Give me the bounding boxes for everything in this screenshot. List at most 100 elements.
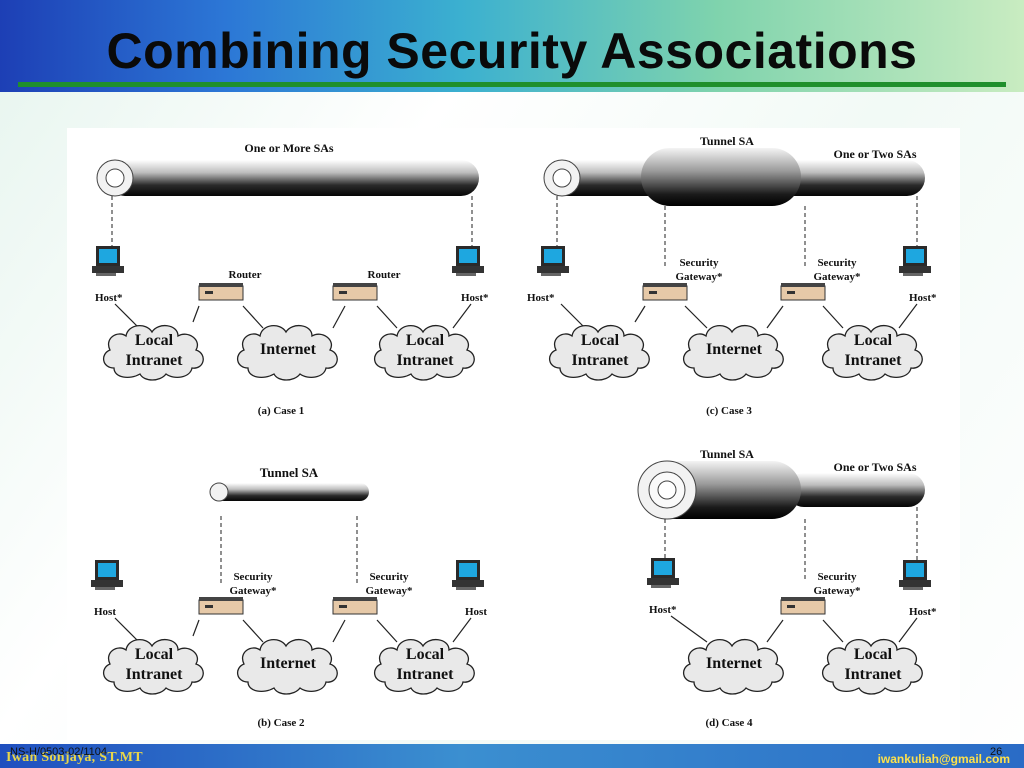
- footer-email: iwankuliah@gmail.com: [877, 752, 1010, 766]
- case1-caption: (a) Case 1: [258, 405, 304, 417]
- case2-cloud-local-right-line1: Local: [406, 646, 445, 663]
- case3-link: [898, 303, 918, 329]
- case4-cloud-local-line1: Local: [854, 646, 893, 663]
- case3-cloud-local-left-line1: Local: [581, 332, 620, 349]
- case1-router-left-icon: [198, 282, 244, 301]
- case1-sa-label: One or More SAs: [244, 141, 334, 155]
- case2-cloud-local-left-line1: Local: [135, 646, 174, 663]
- case2-diagram: Tunnel SA Host Host Security Gateway* Se…: [91, 465, 487, 729]
- case4-diagram: Tunnel SA One or Two SAs Host* Host* Sec…: [637, 447, 937, 729]
- case2-tunnel-tube: [211, 483, 369, 501]
- case1-router-left-label: Router: [229, 269, 262, 281]
- page-number: 26: [990, 746, 1003, 758]
- case3-cloud-local-right-line2: Intranet: [845, 352, 903, 369]
- case2-gateway-right-line2: Gateway*: [365, 585, 413, 597]
- case1-cloud-internet-label: Internet: [260, 341, 317, 358]
- case4-link: [766, 619, 784, 643]
- case4-sa-label: One or Two SAs: [833, 460, 916, 474]
- case2-link: [192, 619, 200, 637]
- case3-host-left-icon: [537, 246, 569, 276]
- case3-link: [684, 305, 708, 329]
- case4-cloud-local-line2: Intranet: [845, 666, 903, 683]
- case2-host-left-icon: [91, 560, 123, 590]
- case3-gateway-left-line1: Security: [679, 257, 719, 269]
- case2-host-right-label: Host: [465, 606, 487, 618]
- footer-author: Iwan Sonjaya, ST.MT: [6, 750, 143, 765]
- case1-router-right-icon: [332, 282, 378, 301]
- case4-link: [670, 615, 708, 643]
- case3-gateway-left-line2: Gateway*: [675, 271, 723, 283]
- case3-gateway-left-icon: [642, 282, 688, 301]
- footer-bar: [0, 744, 1024, 768]
- case3-host-right-label: Host*: [909, 292, 937, 304]
- case4-tube-inner: [657, 480, 677, 500]
- case4-host-left-label: Host*: [649, 604, 677, 616]
- case1-link: [376, 305, 398, 329]
- case2-tunnel-label: Tunnel SA: [260, 465, 319, 480]
- case3-sa-label: One or Two SAs: [833, 147, 916, 161]
- case3-gateway-right-icon: [780, 282, 826, 301]
- case2-caption: (b) Case 2: [257, 717, 305, 729]
- case1-link: [332, 305, 346, 329]
- case2-gateway-right-icon: [332, 596, 378, 615]
- case3-tunnel-tube: [641, 148, 801, 206]
- case2-gateway-right-line1: Security: [369, 571, 409, 583]
- case1-cloud-local-left-line2: Intranet: [126, 352, 184, 369]
- case3-link: [634, 305, 646, 323]
- case1-link: [242, 305, 264, 329]
- case3-gateway-right-line1: Security: [817, 257, 857, 269]
- case4-host-right-icon: [899, 560, 931, 590]
- slide-title: Combining Security Associations: [106, 23, 918, 79]
- case3-cloud-internet-label: Internet: [706, 341, 763, 358]
- case4-tunnel-label: Tunnel SA: [700, 447, 754, 461]
- case1-tube-inner: [105, 168, 125, 188]
- case1-router-right-label: Router: [368, 269, 401, 281]
- case3-gateway-right-line2: Gateway*: [813, 271, 861, 283]
- case2-cloud-internet-label: Internet: [260, 655, 317, 672]
- case2-link: [114, 617, 140, 643]
- case3-cloud-local-right-line1: Local: [854, 332, 893, 349]
- case1-cloud-local-right-line1: Local: [406, 332, 445, 349]
- case2-link: [332, 619, 346, 643]
- case4-caption: (d) Case 4: [705, 717, 753, 729]
- case3-cloud-local-left-line2: Intranet: [572, 352, 630, 369]
- case1-diagram: One or More SAs Host* Host* Router Route…: [92, 141, 489, 417]
- case4-gateway-icon: [780, 596, 826, 615]
- case1-host-right-label: Host*: [461, 292, 489, 304]
- case2-link: [452, 617, 472, 643]
- case4-link: [822, 619, 844, 643]
- case2-cloud-local-right-line2: Intranet: [397, 666, 455, 683]
- case4-host-left-icon: [647, 558, 679, 588]
- case1-link: [452, 303, 472, 329]
- case4-sa-tube: [787, 473, 925, 507]
- case1-host-right-icon: [452, 246, 484, 276]
- case3-link: [822, 305, 844, 329]
- case2-host-left-label: Host: [94, 606, 116, 618]
- case2-gateway-left-line1: Security: [233, 571, 273, 583]
- case2-tube-end: [209, 482, 229, 502]
- case3-tube-inner: [552, 168, 572, 188]
- title-underline: [18, 82, 1006, 87]
- case4-gateway-line1: Security: [817, 571, 857, 583]
- case2-cloud-local-left-line2: Intranet: [126, 666, 184, 683]
- case4-host-right-label: Host*: [909, 606, 937, 618]
- case2-link: [376, 619, 398, 643]
- case3-link: [560, 303, 586, 329]
- case4-link: [898, 617, 918, 643]
- case3-tunnel-label: Tunnel SA: [700, 134, 754, 148]
- case4-gateway-line2: Gateway*: [813, 585, 861, 597]
- case2-host-right-icon: [452, 560, 484, 590]
- case2-gateway-left-icon: [198, 596, 244, 615]
- case3-link: [766, 305, 784, 329]
- case4-cloud-internet-label: Internet: [706, 655, 763, 672]
- case1-host-left-icon: [92, 246, 124, 276]
- case2-link: [242, 619, 264, 643]
- footer-code: NS-H/0503-02/1104: [10, 746, 108, 758]
- case1-sa-tube: [107, 160, 479, 196]
- case1-link: [192, 305, 200, 323]
- sa-combination-figure: One or More SAs Host* Host* Router Route…: [67, 128, 960, 740]
- case2-gateway-left-line2: Gateway*: [229, 585, 277, 597]
- case1-link: [114, 303, 140, 329]
- case1-cloud-local-right-line2: Intranet: [397, 352, 455, 369]
- case3-diagram: Tunnel SA One or Two SAs Host* Host* Sec…: [527, 134, 937, 417]
